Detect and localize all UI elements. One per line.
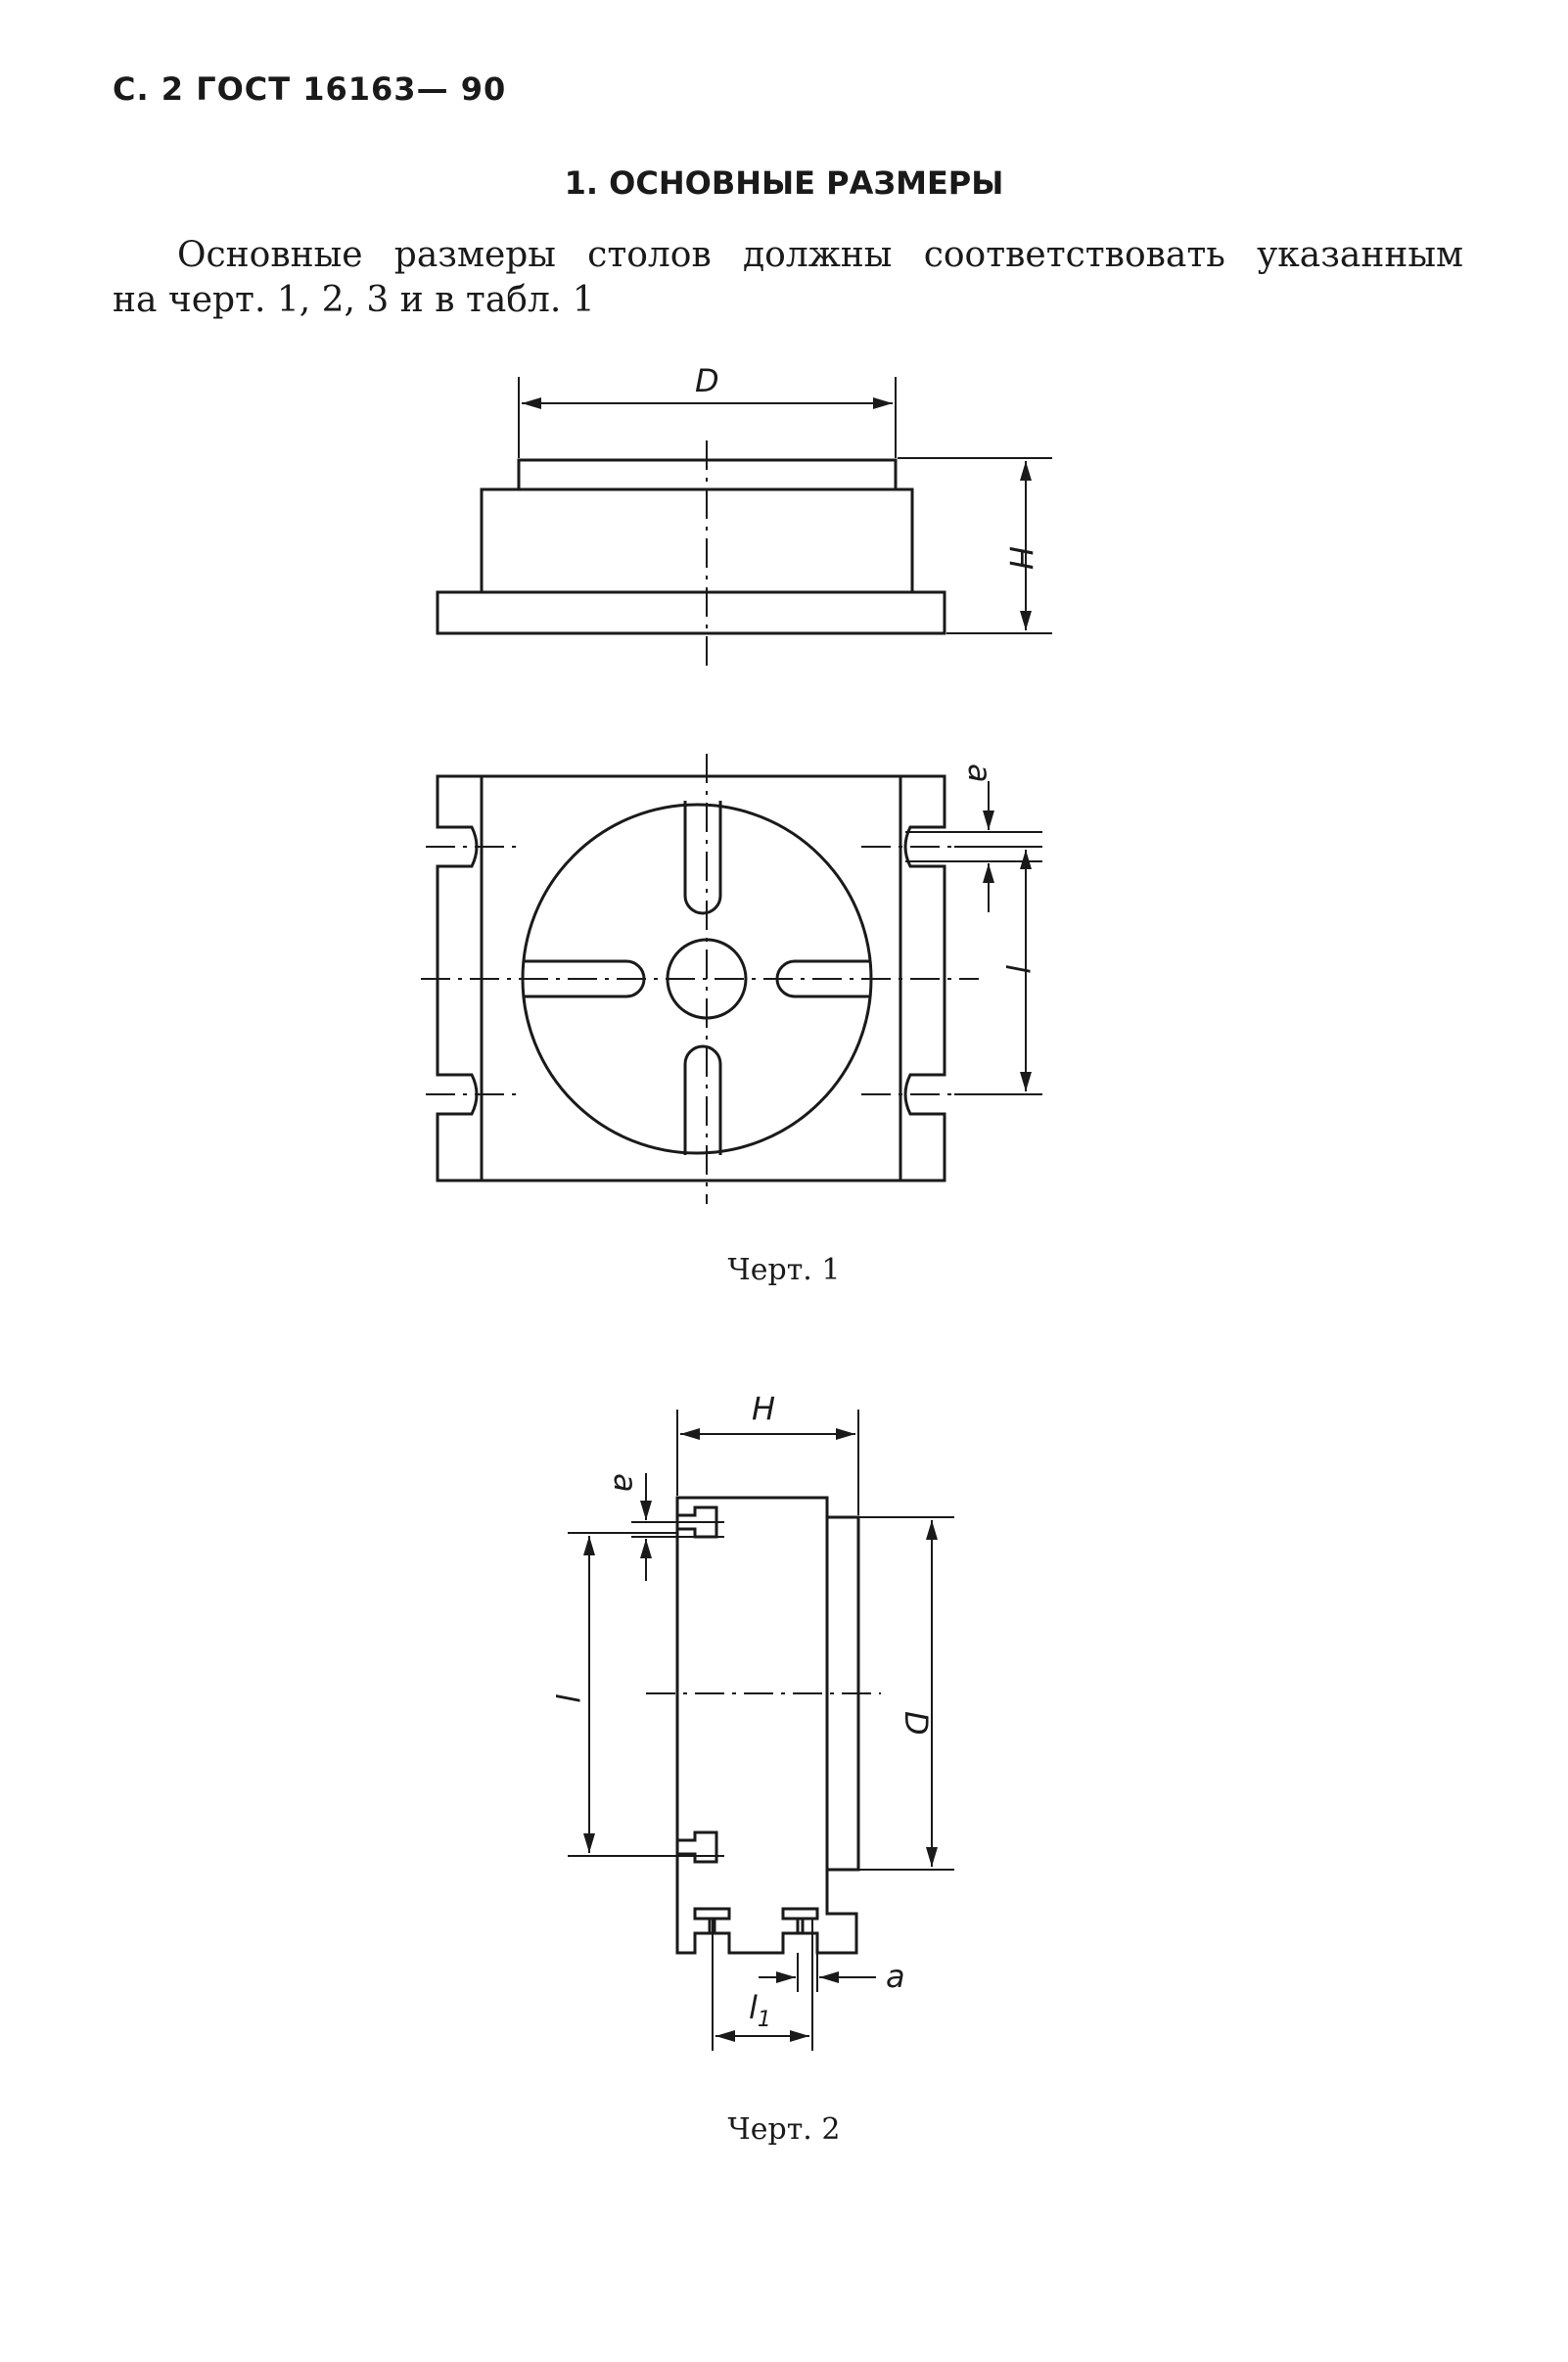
dim-label-a: a xyxy=(961,764,998,783)
fig2-label-l1: l1 xyxy=(749,1989,771,2032)
section-title: 1. ОСНОВНЫЕ РАЗМЕРЫ xyxy=(564,164,1004,202)
dim-label-l: l xyxy=(998,964,1036,973)
body-paragraph: Основные размеры столов должны соответст… xyxy=(113,233,1463,323)
fig2-label-a-top: a xyxy=(607,1473,644,1493)
figure1-side-view: D H xyxy=(436,362,1052,666)
page-header: С. 2 ГОСТ 16163— 90 xyxy=(113,70,507,108)
figure2-caption: Черт. 2 xyxy=(727,2112,841,2147)
figure1-caption: Черт. 1 xyxy=(727,1253,841,1287)
dim-label-D: D xyxy=(695,362,719,399)
fig2-label-H: H xyxy=(752,1390,775,1427)
paragraph-line-1: Основные размеры столов должны соответст… xyxy=(177,235,1463,275)
fig2-label-a-bottom: a xyxy=(886,1958,905,1995)
paragraph-line-2: на черт. 1, 2, 3 и в табл. 1 xyxy=(113,280,595,320)
figure1-top-view: a l xyxy=(421,754,1042,1204)
dim-label-H: H xyxy=(1002,546,1039,570)
fig2-label-l: l xyxy=(548,1693,585,1702)
fig2-label-D: D xyxy=(898,1711,935,1736)
